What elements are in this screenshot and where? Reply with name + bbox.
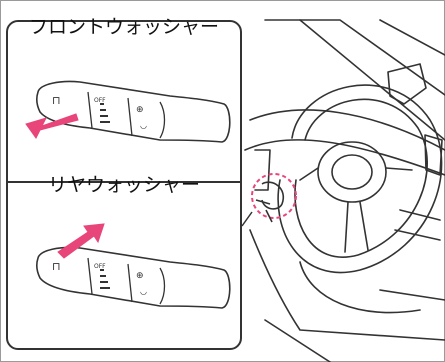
front-washer-title: フロントウォッシャー (28, 16, 219, 38)
front-washer-icon: ⊕ (136, 271, 144, 281)
callout-divider (6, 181, 242, 183)
rear-washer-arrow (57, 223, 105, 259)
rear-wiper-icon: ⊓ (52, 94, 61, 107)
rear-washer-title: リヤウォッシャー (47, 174, 200, 196)
rear-washer-lever: OFF ⊓ ⊕ ◡ (35, 223, 231, 309)
rear-wiper-icon: ⊓ (52, 260, 61, 273)
front-washer-arrow (25, 113, 79, 139)
front-washer-icon: ⊕ (136, 105, 144, 115)
rear-washer-icon: ◡ (140, 121, 147, 130)
front-lever-off-label: OFF (94, 97, 106, 104)
rear-lever-off-label: OFF (94, 263, 106, 270)
rear-washer-icon: ◡ (140, 287, 147, 296)
lever-highlight-circle (251, 173, 297, 219)
front-washer-lever: OFF ⊓ ⊕ ◡ (25, 80, 231, 143)
